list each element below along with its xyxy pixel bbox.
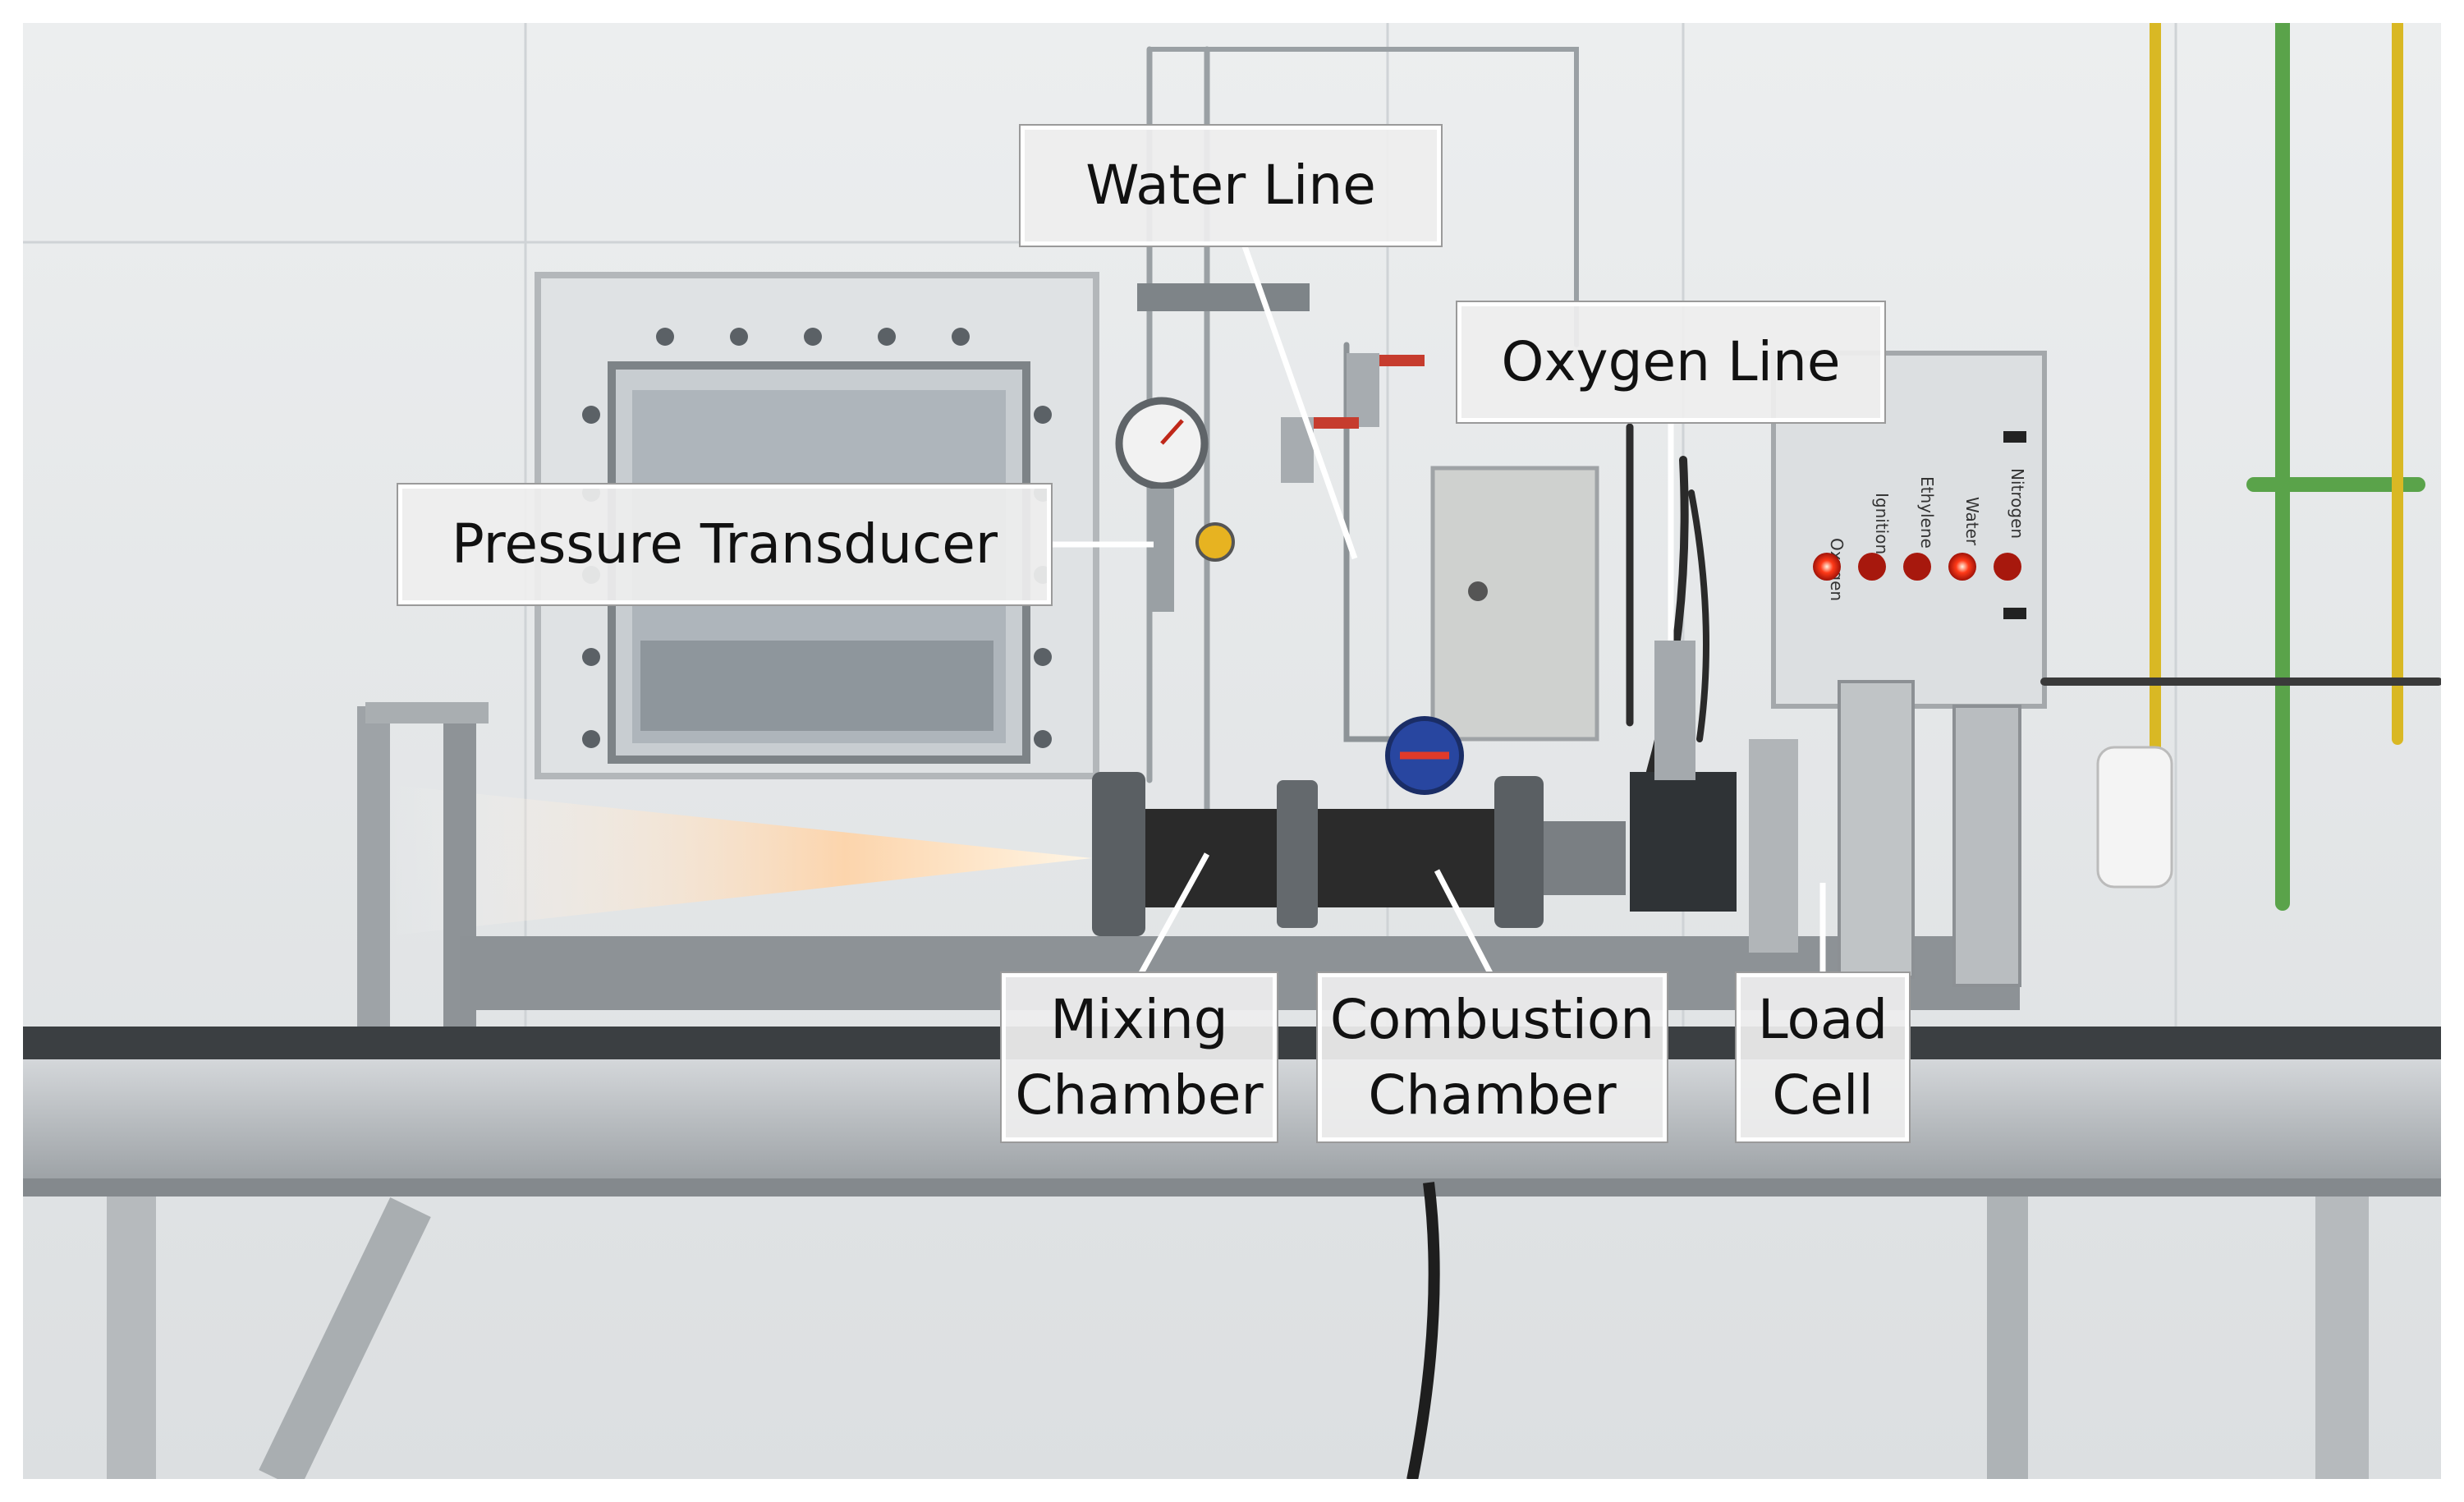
engine-assembly bbox=[1092, 641, 1737, 936]
callout-text: Water Line bbox=[1085, 154, 1376, 217]
callout-text-line-1: Load bbox=[1757, 987, 1888, 1051]
callout-text-line-2: Cell bbox=[1772, 1063, 1874, 1127]
switch-label-water: Water bbox=[1962, 497, 1982, 546]
pressure-gauge bbox=[1115, 397, 1235, 612]
switch-label-nitrogen: Nitrogen bbox=[2007, 468, 2027, 539]
callout-text: Pressure Transducer bbox=[452, 512, 998, 576]
load-cell-frame bbox=[1749, 680, 2021, 987]
callout-text-line-1: Combustion bbox=[1329, 987, 1655, 1051]
led-ignition-off bbox=[1858, 553, 1886, 581]
callout-oxygen-line: Oxygen Line bbox=[1457, 302, 1884, 422]
callout-combustion-chamber: Combustion Chamber bbox=[1318, 973, 1667, 1141]
panel-key-switch-icon bbox=[2003, 608, 2026, 619]
panel-key-switch-icon bbox=[2003, 431, 2026, 443]
callout-text-line-2: Chamber bbox=[1368, 1063, 1617, 1127]
led-nitrogen-off bbox=[1994, 553, 2021, 581]
wall-background bbox=[23, 23, 2441, 1480]
switch-label-ethylene: Ethylene bbox=[1917, 476, 1937, 549]
led-oxygen-on bbox=[1813, 553, 1841, 581]
left-stand bbox=[357, 702, 489, 1051]
led-water-on bbox=[1948, 553, 1976, 581]
callout-mixing-chamber: Mixing Chamber bbox=[1002, 973, 1277, 1141]
led-ethylene-off bbox=[1903, 553, 1931, 581]
callout-text-line-2: Chamber bbox=[1015, 1063, 1264, 1127]
callout-water-line: Water Line bbox=[1021, 126, 1441, 246]
callout-text-line-1: Mixing bbox=[1050, 987, 1228, 1051]
pipe-bracket bbox=[1137, 283, 1310, 311]
junction-box-screw bbox=[1468, 581, 1488, 601]
wash-bottle bbox=[2096, 746, 2173, 889]
callout-pressure-transducer: Pressure Transducer bbox=[398, 485, 1051, 604]
junction-box bbox=[1430, 466, 1599, 742]
leader-lines bbox=[1047, 242, 1826, 975]
callout-load-cell: Load Cell bbox=[1737, 973, 1909, 1141]
exhaust-plume bbox=[386, 784, 1092, 936]
switch-label-ignition: Ignition bbox=[1872, 493, 1892, 554]
callout-text: Oxygen Line bbox=[1501, 330, 1841, 393]
gas-lines bbox=[2040, 16, 2443, 911]
